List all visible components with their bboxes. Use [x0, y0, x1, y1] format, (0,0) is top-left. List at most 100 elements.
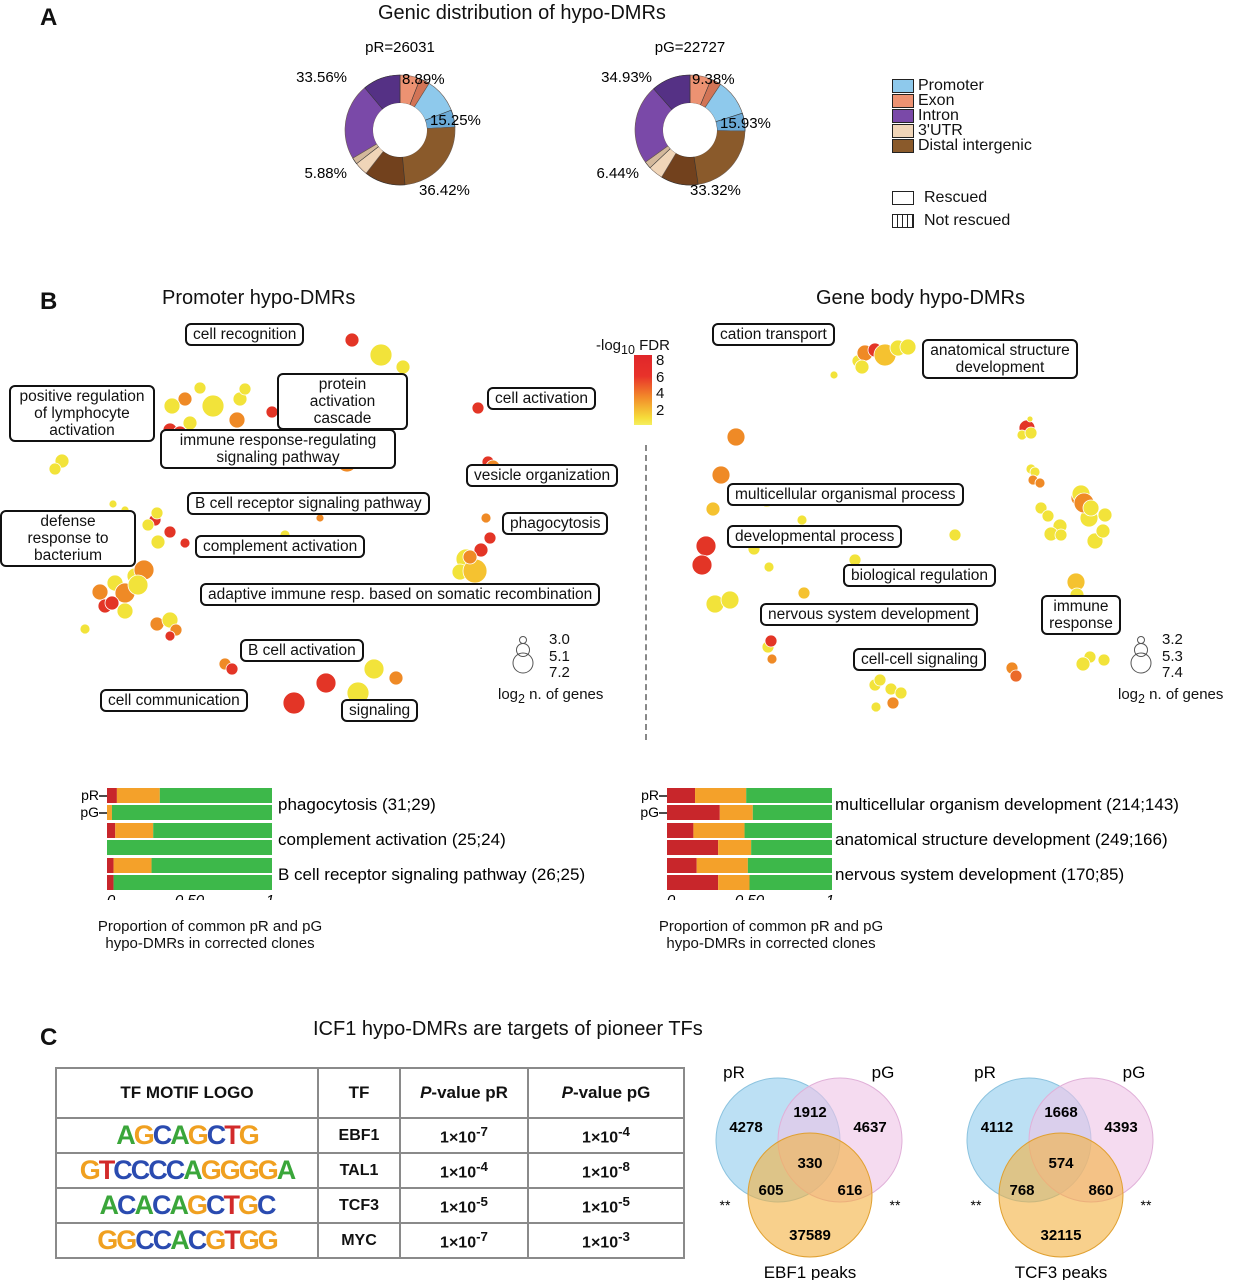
bar-segment-pR [159, 788, 272, 803]
size-legend-circles-left [512, 636, 534, 674]
venn-set-label: EBF1 peaks [764, 1263, 857, 1280]
go-term-bubble [473, 542, 489, 558]
go-term-bubble [1082, 499, 1100, 517]
donut-label: 9.38% [692, 71, 735, 88]
go-term-bubble [886, 696, 900, 710]
go-term-bubble [369, 343, 393, 367]
panel-a-letter: A [40, 4, 58, 31]
go-term-bubble [705, 501, 721, 517]
x-tick-label: 0 [667, 892, 676, 900]
bar-segment-pG [107, 805, 112, 820]
bar-category-label: phagocytosis (31;29) [278, 795, 436, 814]
size-legend-label-right: log2 n. of genes [1118, 686, 1224, 706]
go-bubble-plot [48, 332, 1113, 722]
bar-segment-pR [744, 823, 832, 838]
go-term-label: adaptive immune resp. based on somatic r… [200, 583, 601, 606]
venn-region-value: 4637 [853, 1119, 886, 1136]
go-term-label: anatomical structure development [922, 339, 1078, 379]
pvalue-pG: 1×10-3 [527, 1222, 685, 1259]
go-term-bubble [150, 534, 166, 550]
legend-item-promoter: Promoter [892, 78, 1032, 94]
header-motif: TF MOTIF LOGO [55, 1067, 319, 1119]
venn-set-label: pG [1123, 1063, 1146, 1082]
venn-region-value: 37589 [789, 1227, 831, 1244]
go-term-bubble [720, 590, 740, 610]
venn-region-value: 768 [1009, 1182, 1034, 1199]
go-term-bubble [201, 394, 225, 418]
go-term-bubble [48, 462, 62, 476]
donut-subtitle: pG=22727 [655, 39, 725, 56]
venn-region-value: 4112 [981, 1119, 1014, 1136]
go-term-bubble [395, 359, 411, 375]
header-pvalue-pG: P-value pG [527, 1067, 685, 1119]
donut-subtitle: pR=26031 [365, 39, 435, 56]
bar-segment-pR [693, 823, 745, 838]
bar-segment-pR [667, 823, 694, 838]
colorbar-tick: 4 [656, 385, 665, 402]
go-term-label: positive regulation of lymphocyte activa… [9, 385, 155, 442]
go-term-bubble [228, 411, 246, 429]
donut-label: 6.44% [596, 165, 639, 182]
go-term-bubble [177, 391, 193, 407]
go-term-bubble [764, 634, 778, 648]
header-pvalue-pR: P-value pR [399, 1067, 529, 1119]
venn-region-value: 616 [837, 1182, 862, 1199]
motif-logo: AGCAGCTG [55, 1117, 319, 1154]
go-term-bubble [150, 506, 164, 520]
legend-item-intron: Intron [892, 107, 1032, 124]
size-legend-label-left: log2 n. of genes [498, 686, 604, 706]
go-term-bubble [471, 401, 485, 415]
venn-region-value: 605 [758, 1182, 783, 1199]
bar-category-label: B cell receptor signaling pathway (26;25… [278, 865, 585, 884]
donut-label: 33.56% [296, 69, 347, 86]
legend-swatch [892, 93, 914, 108]
go-term-label: immune response-regulating signaling pat… [160, 429, 396, 469]
go-term-bubble [238, 382, 252, 396]
bar-segment-pG [749, 875, 832, 890]
bar-segment-pR [116, 788, 160, 803]
donut-slice-not-rescued [653, 74, 691, 111]
legend-label: Intron [918, 107, 959, 124]
go-term-label: biological regulation [843, 564, 997, 587]
go-term-bubble [141, 518, 155, 532]
go-term-label: phagocytosis [502, 512, 609, 535]
go-term-bubble [225, 662, 239, 676]
go-term-bubble [91, 583, 109, 601]
bar-segment-pR [151, 858, 272, 873]
row-label-pG: pG [80, 804, 99, 820]
tf-name: TAL1 [317, 1152, 401, 1189]
x-tick-label: 0.50 [175, 892, 205, 900]
go-term-bubble [1075, 656, 1091, 672]
venn-region-value: 4393 [1104, 1119, 1137, 1136]
venn-region-value: 1668 [1044, 1104, 1077, 1121]
x-tick-label: 1 [826, 892, 834, 900]
go-term-bubble [1097, 653, 1111, 667]
venn-set-label: pR [723, 1063, 745, 1082]
table-header-row: TF MOTIF LOGO TF P-value pR P-value pG [55, 1067, 685, 1119]
bar-segment-pR [115, 823, 154, 838]
colorbar [634, 355, 652, 425]
go-term-bubble [104, 595, 120, 611]
venn-region-value: 4278 [729, 1119, 762, 1136]
go-term-bubble [870, 701, 882, 713]
venn-set-label: pR [974, 1063, 996, 1082]
stacked-bar-chart-promoter: phagocytosis (31;29)complement activatio… [80, 787, 585, 900]
panel-c-title: ICF1 hypo-DMRs are targets of pioneer TF… [313, 1018, 703, 1040]
panel-b-letter: B [40, 288, 58, 315]
pvalue-pG: 1×10-8 [527, 1152, 685, 1189]
legend-label: Exon [918, 92, 955, 109]
donut-label: 34.93% [601, 69, 652, 86]
legend-item-exon: Exon [892, 92, 1032, 109]
go-term-bubble [1041, 509, 1055, 523]
bar-segment-pR [747, 858, 832, 873]
venn-set-label: TCF3 peaks [1015, 1263, 1108, 1280]
size-legend-circles-right [1130, 636, 1152, 674]
